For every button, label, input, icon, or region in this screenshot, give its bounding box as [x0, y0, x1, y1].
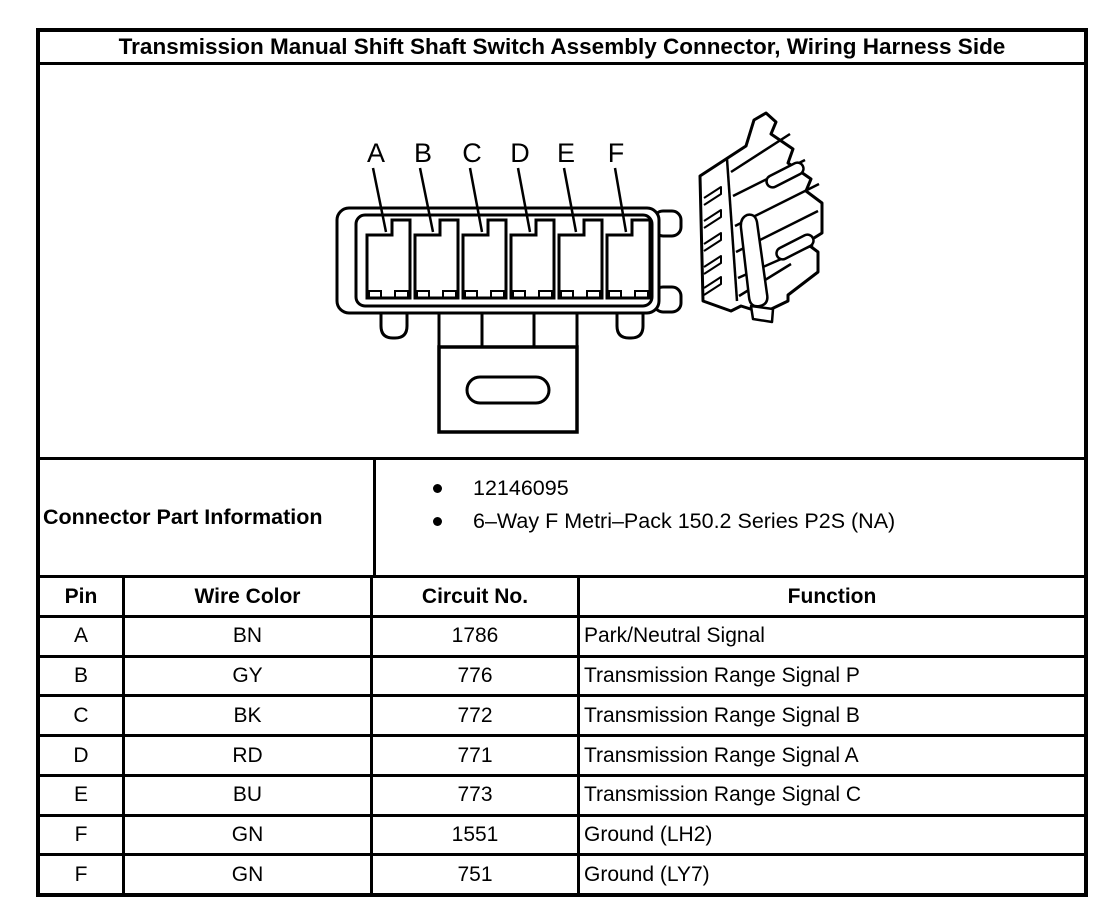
pin-label-f: F — [608, 138, 625, 168]
index-block — [437, 310, 579, 349]
part-number: 12146095 — [473, 476, 569, 500]
cavity-f — [605, 218, 652, 300]
body-inner-outline — [354, 213, 654, 308]
table-header-row: Pin Wire Color Circuit No. Function — [40, 578, 1084, 618]
wire-color-cell: BN — [125, 618, 373, 655]
part-info-section: Connector Part Information 12146095 6–Wa… — [40, 460, 1084, 578]
circuit-cell: 751 — [373, 856, 580, 894]
part-info-label: Connector Part Information — [40, 460, 376, 575]
pin-cell: A — [40, 618, 125, 655]
table-row: C BK 772 Transmission Range Signal B — [40, 697, 1084, 738]
lock-slot — [465, 375, 551, 405]
header-wire-color: Wire Color — [125, 578, 373, 615]
cavity-d — [509, 218, 556, 300]
pin-label-c: C — [462, 138, 482, 168]
header-circuit-no: Circuit No. — [373, 578, 580, 615]
table-row: F GN 751 Ground (LY7) — [40, 856, 1084, 894]
connector-front-view: A B C D E F — [335, 138, 683, 434]
function-cell: Transmission Range Signal P — [584, 664, 860, 688]
wire-color-cell: RD — [125, 737, 373, 774]
cavity-a — [365, 218, 412, 300]
page-title: Transmission Manual Shift Shaft Switch A… — [40, 32, 1084, 65]
pin-cell: C — [40, 697, 125, 735]
part-info-list: 12146095 6–Way F Metri–Pack 150.2 Series… — [376, 460, 1084, 575]
mount-tab — [379, 310, 409, 340]
pin-cell: D — [40, 737, 125, 774]
leader-lines — [371, 167, 628, 233]
cavity-c — [461, 218, 508, 300]
circuit-cell: 771 — [373, 737, 580, 774]
header-function: Function — [787, 584, 877, 608]
table-row: D RD 771 Transmission Range Signal A — [40, 737, 1084, 777]
circuit-cell: 776 — [373, 657, 580, 695]
header-pin: Pin — [40, 578, 125, 615]
bullet-dot-icon — [433, 484, 442, 493]
wire-color-cell: GN — [125, 856, 373, 894]
side-view-slot — [765, 161, 805, 189]
pin-label-d: D — [510, 138, 530, 168]
circuit-cell: 1551 — [373, 816, 580, 854]
part-info-item: 6–Way F Metri–Pack 150.2 Series P2S (NA) — [433, 505, 1084, 538]
mount-tab — [615, 310, 645, 340]
wire-color-cell: GN — [125, 816, 373, 854]
function-cell: Transmission Range Signal C — [584, 783, 862, 807]
pin-label-a: A — [367, 138, 385, 168]
connector-info-sheet: Transmission Manual Shift Shaft Switch A… — [36, 28, 1088, 897]
part-info-label-text: Connector Part Information — [43, 505, 323, 529]
pin-cell: B — [40, 657, 125, 695]
wire-color-cell: BU — [125, 776, 373, 814]
index-block-dividers — [480, 313, 536, 347]
side-view-face-edge — [725, 158, 739, 302]
part-description: 6–Way F Metri–Pack 150.2 Series P2S (NA) — [473, 509, 896, 533]
side-view-bottom-tab — [749, 304, 775, 324]
table-row: B GY 776 Transmission Range Signal P — [40, 657, 1084, 698]
cavity-b — [413, 218, 460, 300]
connector-side-view — [698, 111, 824, 324]
circuit-cell: 772 — [373, 697, 580, 735]
pin-label-e: E — [557, 138, 575, 168]
wire-color-cell: GY — [125, 657, 373, 695]
cavity-e — [557, 218, 604, 300]
pin-cell: F — [40, 856, 125, 894]
table-row: F GN 1551 Ground (LH2) — [40, 816, 1084, 857]
circuit-cell: 773 — [373, 776, 580, 814]
function-cell: Transmission Range Signal B — [584, 703, 860, 727]
table-row: A BN 1786 Park/Neutral Signal — [40, 618, 1084, 658]
connector-diagram: A B C D E F — [40, 65, 1084, 460]
pin-cell: E — [40, 776, 125, 814]
table-row: E BU 773 Transmission Range Signal C — [40, 776, 1084, 817]
circuit-cell: 1786 — [373, 618, 580, 655]
pin-label-b: B — [414, 138, 432, 168]
function-cell: Ground (LY7) — [584, 862, 710, 886]
side-view-cavity-openings — [703, 186, 722, 296]
side-view-lock-bar — [739, 213, 769, 308]
bullet-dot-icon — [433, 517, 442, 526]
wire-color-cell: BK — [125, 697, 373, 735]
connector-diagram-svg: A B C D E F — [335, 111, 824, 434]
function-cell: Park/Neutral Signal — [584, 624, 765, 648]
function-cell: Ground (LH2) — [584, 822, 713, 846]
part-info-item: 12146095 — [433, 472, 1084, 505]
side-view-slot — [775, 233, 815, 261]
function-cell: Transmission Range Signal A — [584, 743, 859, 767]
pin-cell: F — [40, 816, 125, 854]
page-title-text: Transmission Manual Shift Shaft Switch A… — [118, 34, 1006, 59]
